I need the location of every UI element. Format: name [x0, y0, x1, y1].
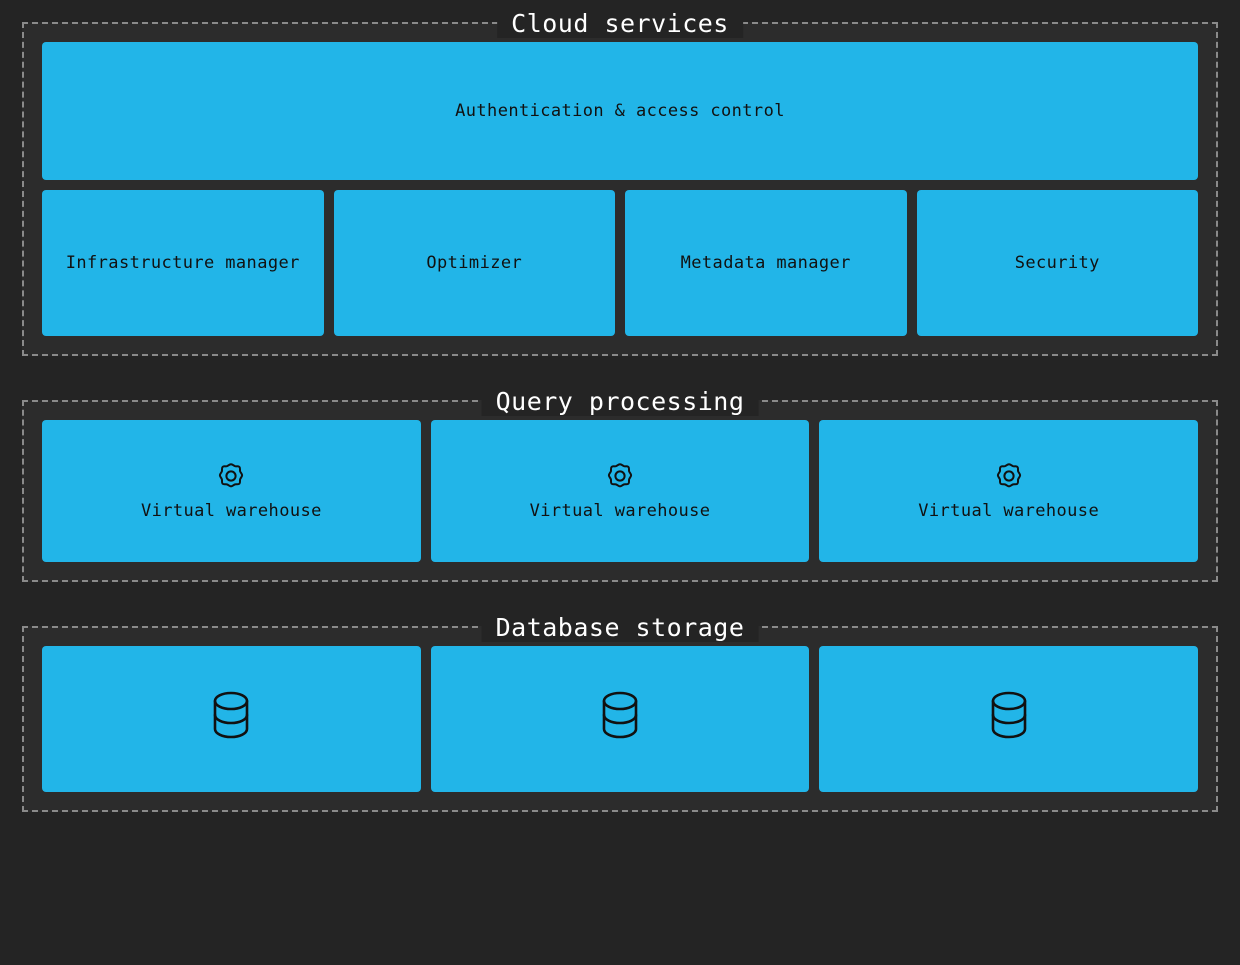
group-database-storage: Database storage — [22, 614, 1218, 812]
node-database-storage-2[interactable] — [430, 646, 810, 792]
gear-icon — [993, 460, 1025, 492]
node-row: Authentication & access control — [42, 42, 1198, 180]
database-icon — [207, 689, 255, 741]
node-label: Virtual warehouse — [529, 501, 711, 521]
node-label: Virtual warehouse — [918, 501, 1100, 521]
node-authentication-access-control[interactable]: Authentication & access control — [42, 42, 1198, 180]
node-database-storage-1[interactable] — [42, 646, 421, 792]
node-optimizer[interactable]: Optimizer — [333, 190, 615, 336]
group-title-database-storage: Database storage — [481, 614, 759, 642]
node-virtual-warehouse-1[interactable]: Virtual warehouse — [42, 420, 421, 562]
node-label: Optimizer — [426, 253, 523, 273]
group-body-cloud-services: Authentication & access control Infrastr… — [24, 24, 1216, 354]
node-row: Infrastructure manager Optimizer Metadat… — [42, 190, 1198, 336]
node-metadata-manager[interactable]: Metadata manager — [625, 190, 907, 336]
node-virtual-warehouse-3[interactable]: Virtual warehouse — [819, 420, 1199, 562]
node-database-storage-3[interactable] — [819, 646, 1199, 792]
group-title-query-processing: Query processing — [481, 388, 759, 416]
group-title-cloud-services: Cloud services — [497, 10, 743, 38]
node-label: Authentication & access control — [455, 101, 785, 121]
group-body-database-storage — [24, 628, 1216, 810]
node-label: Metadata manager — [680, 253, 851, 273]
node-row: Virtual warehouse Virtual warehouse — [42, 420, 1199, 562]
node-virtual-warehouse-2[interactable]: Virtual warehouse — [430, 420, 810, 562]
node-label: Security — [1014, 253, 1100, 273]
node-label: Infrastructure manager — [65, 253, 300, 273]
gear-icon — [215, 460, 247, 492]
database-icon — [596, 689, 644, 741]
group-query-processing: Query processing Virtual warehouse — [22, 388, 1218, 582]
node-security[interactable]: Security — [916, 190, 1198, 336]
database-icon — [985, 689, 1033, 741]
node-infrastructure-manager[interactable]: Infrastructure manager — [42, 190, 324, 336]
gear-icon — [604, 460, 636, 492]
node-label: Virtual warehouse — [140, 501, 322, 521]
diagram-canvas: Cloud services Authentication & access c… — [0, 10, 1240, 965]
node-row — [42, 646, 1199, 792]
group-cloud-services: Cloud services Authentication & access c… — [22, 10, 1218, 356]
group-body-query-processing: Virtual warehouse Virtual warehouse — [24, 402, 1216, 580]
